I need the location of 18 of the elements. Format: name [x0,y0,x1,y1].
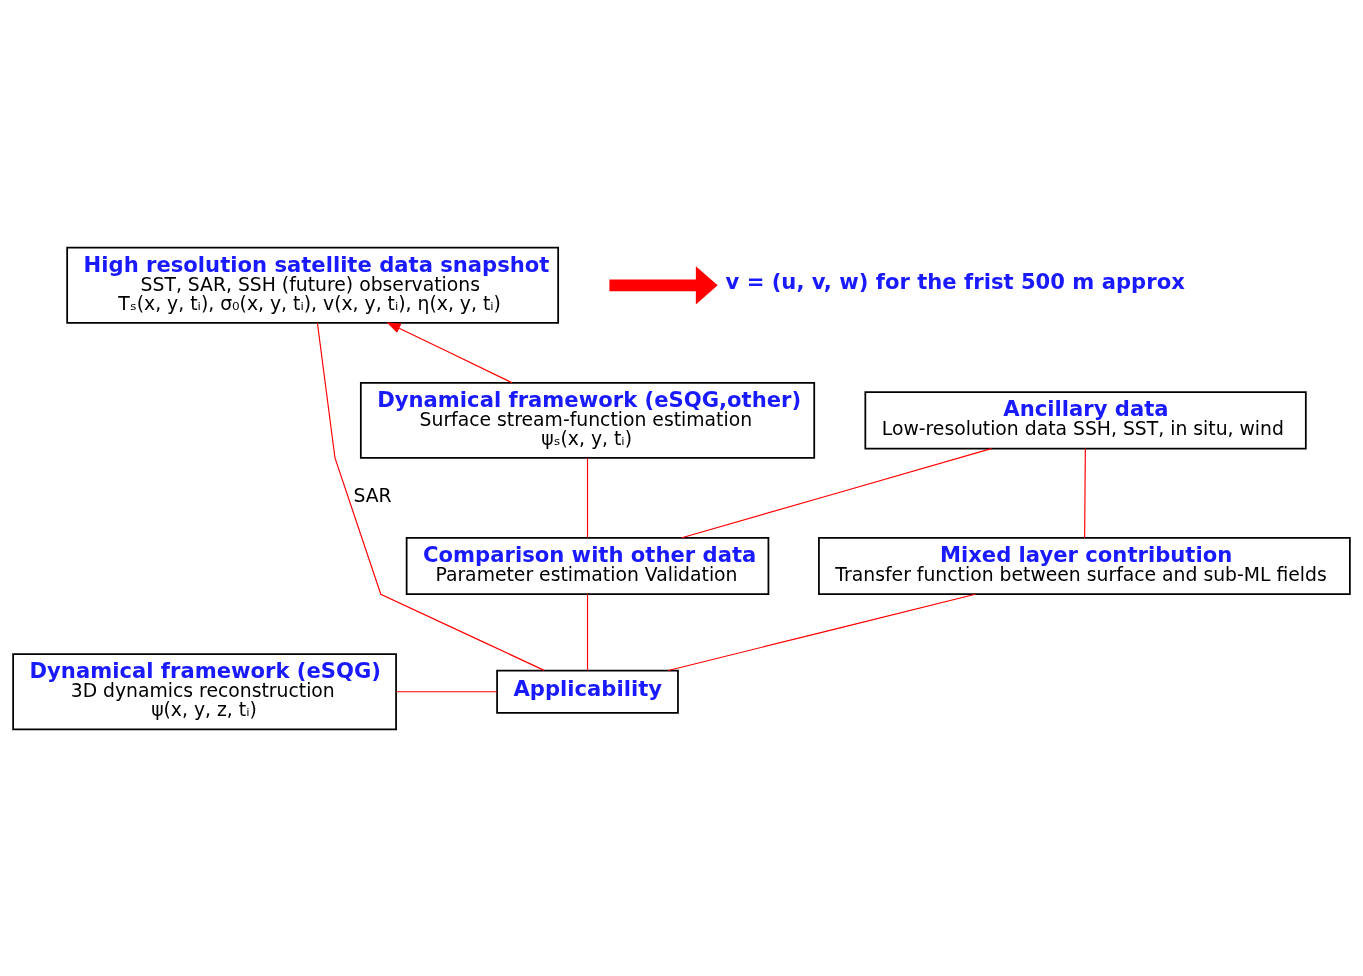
connector [586,457,589,538]
node-box: High resolution satellite data snapshot SST, SAR, SSH (future) observations Tₛ(x, y, tᵢ), σ₀(x, y, tᵢ), v(x, y, tᵢ), η(x, y, tᵢ) [66,246,560,324]
connector [681,447,992,538]
edge-label: SAR [353,484,392,506]
node-box: Applicability [496,669,679,714]
arrow [609,265,718,304]
arrow [386,321,513,383]
node-box: Dynamical framework (eSQG,other) Surface stream-function estimation ψₛ(x, y, tᵢ) [359,381,816,459]
node-box: Mixed layer contribution Transfer function between surface and sub-ML fields [818,536,1351,595]
connector [395,690,498,692]
node-box: Comparison with other data Parameter estimation Validation [405,536,770,595]
connector [586,593,589,671]
node-box: Dynamical framework (eSQG) 3D dynamics reconstruction ψ(x, y, z, tᵢ) [12,652,397,730]
node-box: Ancillary data Low-resolution data SSH, SST, in situ, wind [864,390,1307,449]
node-text: v = (u, v, w) for the frist 500 m approx [725,268,1185,294]
connector [316,322,545,671]
connector [1084,447,1086,538]
connector [667,593,976,671]
